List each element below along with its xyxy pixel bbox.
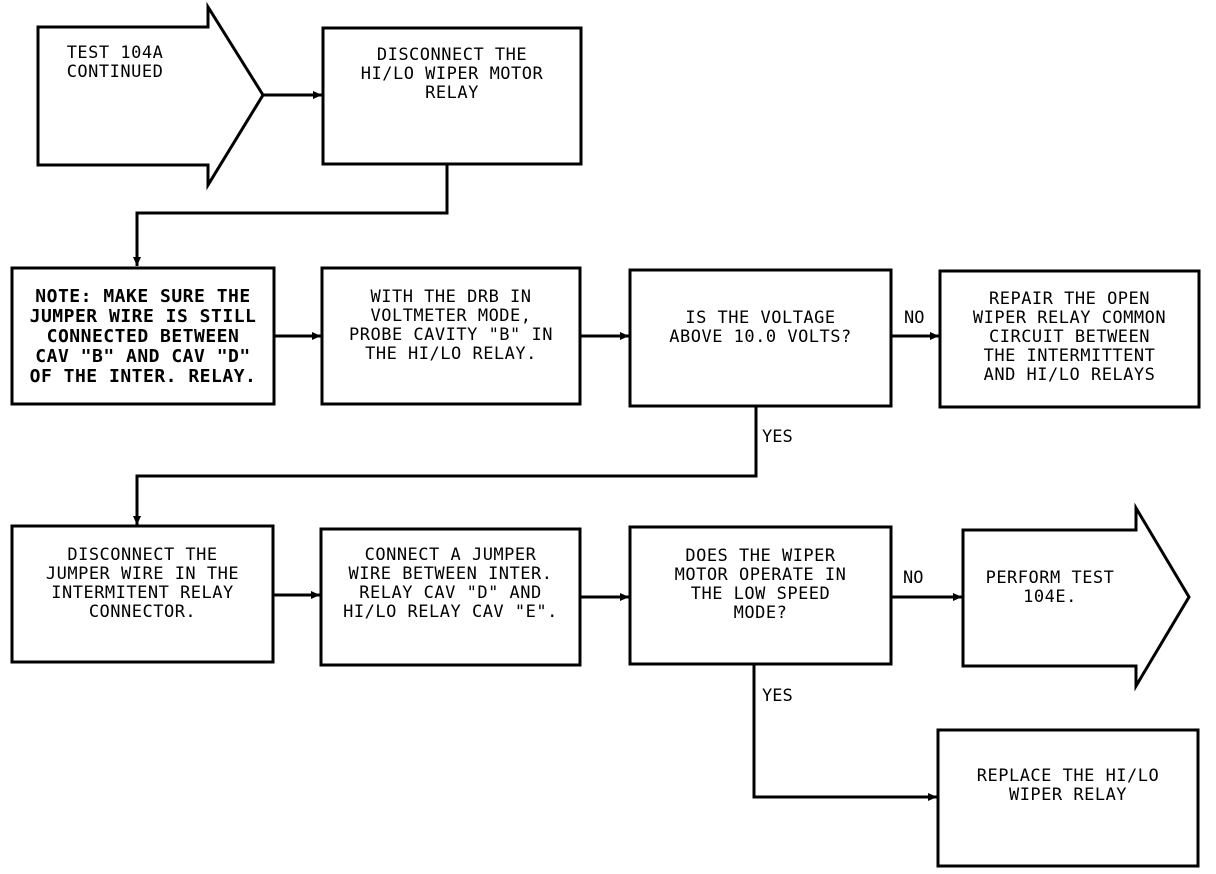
note-text: NOTE: MAKE SURE THE JUMPER WIRE IS STILL… [29,286,257,387]
label-yes-motor: YES [762,686,793,706]
voltage-question-text: IS THE VOLTAGE ABOVE 10.0 VOLTS? [669,308,852,347]
start-text: TEST 104A CONTINUED [66,43,164,82]
label-no-voltage: NO [904,308,925,328]
replace-text: REPLACE THE HI/LO WIPER RELAY [976,766,1160,805]
disconnect-relay-text: DISCONNECT THE HI/LO WIPER MOTOR RELAY [360,45,544,103]
box-disconnect-relay [321,26,583,166]
label-yes-voltage: YES [762,427,793,447]
probe-text: WITH THE DRB IN VOLTMETER MODE, PROBE CA… [349,287,553,364]
motor-question-text: DOES THE WIPER MOTOR OPERATE IN THE LOW … [674,546,847,623]
repair-text: REPAIR THE OPEN WIPER RELAY COMMON CIRCU… [972,289,1167,385]
box-replace [936,728,1200,868]
connect-jumper-text: CONNECT A JUMPER WIRE BETWEEN INTER. REL… [343,545,558,622]
arrow-motor-question-to-replace [752,664,937,801]
perform-arrow-shape [961,502,1191,692]
box-voltage-question [628,268,893,408]
disconnect-jumper-text: DISCONNECT THE JUMPER WIRE IN THE INTERM… [45,545,240,622]
start-arrow-shape [36,1,265,191]
perform-text: PERFORM TEST 104E. [985,568,1115,607]
arrow-question-to-disconnect-jumper [133,406,758,525]
label-no-motor: NO [903,568,924,588]
box-repair [938,269,1201,409]
arrow-disconnect-to-note [133,164,449,266]
